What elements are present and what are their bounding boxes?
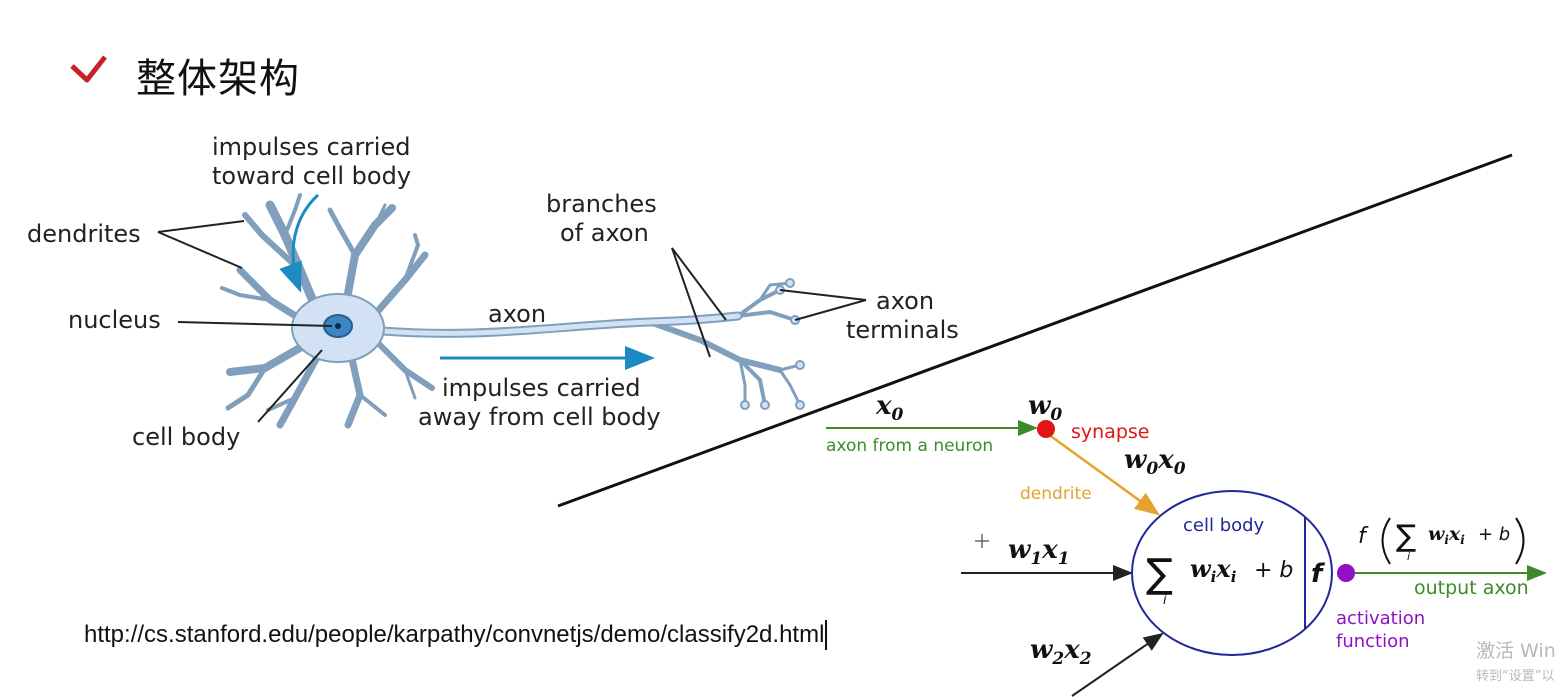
svg-text:+ b: + b [1478,524,1510,545]
label-impulses-away-1: impulses carried [442,374,640,402]
watermark-line-2: 转到“设置”以激活 Windows。 [1476,669,1555,684]
label-branches-2: of axon [560,219,649,247]
slide-title: 整体架构 [136,56,300,102]
svg-text:wixi: wixi [1190,554,1237,586]
label-dendrite: dendrite [1020,484,1092,504]
label-output-axon: output axon [1414,577,1529,599]
svg-text:i: i [1407,550,1410,563]
biological-neuron-illustration [220,193,805,429]
dendrite-arrow [1047,432,1161,516]
divider-line [557,153,1513,508]
input-w2x2-arrow [1071,632,1164,697]
label-activation-2: function [1336,631,1410,652]
label-x0: x0 [875,391,904,425]
label-w1x1: w1x1 [1008,535,1070,569]
summation-formula: ∑ i wixi + b f [1146,551,1326,608]
label-nucleus: nucleus [68,306,161,334]
activation-watermark: 激活 Windows 转到“设置”以激活 Windows。 [1476,636,1555,684]
label-axon-terminals-1: axon [876,287,934,315]
checkmark-icon [70,55,107,83]
label-activation-1: activation [1336,608,1425,629]
svg-text:+ b: + b [1254,558,1293,583]
label-branches-1: branches [546,190,657,218]
label-axon: axon [488,300,546,328]
label-w0: w0 [1028,391,1062,425]
cell-body-ellipse [1131,490,1333,656]
watermark-line-1: 激活 Windows [1476,640,1555,662]
arrow-impulses-toward [279,193,320,293]
label-w0x0: w0x0 [1124,445,1186,479]
svg-text:∑: ∑ [1146,551,1173,597]
label-axon-terminals-2: terminals [846,316,959,344]
label-impulses-toward-2: toward cell body [212,162,411,190]
label-cell-body: cell body [132,423,240,451]
label-dendrites: dendrites [27,220,141,248]
label-cell-body-model: cell body [1183,515,1265,536]
activation-dot [1337,564,1355,582]
label-impulses-toward-1: impulses carried [212,133,410,161]
reference-url[interactable]: http://cs.stanford.edu/people/karpathy/c… [84,620,828,650]
output-formula: f ∑ i wixi + b [1358,517,1525,565]
label-f: f [1311,559,1326,589]
svg-text:∑: ∑ [1396,519,1416,554]
synapse-dot [1037,420,1055,438]
crosshair-cursor-icon [975,534,989,548]
svg-text:wixi: wixi [1428,523,1465,547]
svg-text:f: f [1358,524,1369,549]
label-w2x2: w2x2 [1030,635,1092,669]
label-synapse: synapse [1071,421,1149,443]
label-impulses-away-2: away from cell body [418,403,661,431]
label-axon-from-neuron: axon from a neuron [826,436,993,456]
svg-text:i: i [1163,593,1167,608]
biological-pointer-lines [157,220,867,423]
